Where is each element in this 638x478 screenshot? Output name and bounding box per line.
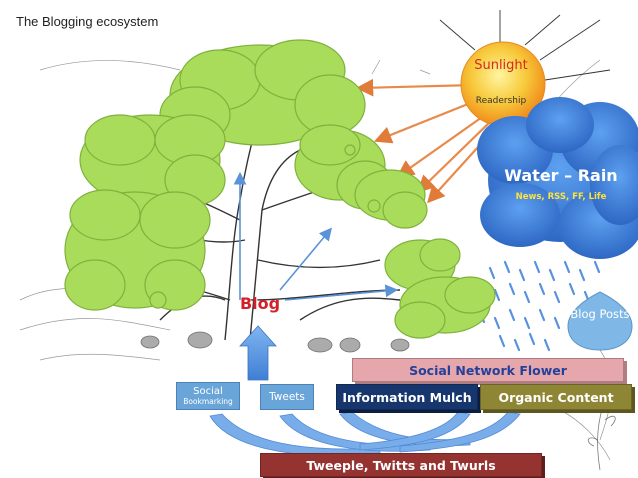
social-bookmarking-sub: Bookmarking: [183, 397, 233, 406]
sunlight-label: Sunlight: [474, 58, 528, 73]
social-bookmarking-box: Social Bookmarking: [176, 382, 240, 410]
blog-label: Blog: [239, 294, 281, 313]
blog-up-arrow: [239, 325, 277, 381]
tweets-box: Tweets: [260, 384, 314, 410]
rain-cloud: [477, 97, 638, 259]
ground-bushes: [140, 331, 410, 353]
blog-posts-label: Blog Posts: [570, 307, 630, 321]
sunlight-sublabel: Readership: [475, 96, 527, 106]
organic-content-bar: Organic Content: [480, 384, 632, 410]
information-mulch-bar: Information Mulch: [336, 384, 478, 410]
rain-sublabel: News, RSS, FF, Life: [515, 192, 607, 202]
tweeple-flow-arrows: [209, 411, 521, 457]
rain-label: Water – Rain: [504, 166, 618, 185]
blog-flow-arrows: [233, 171, 399, 301]
tweeple-bar: Tweeple, Twitts and Twurls: [260, 453, 542, 477]
social-network-flower-bar: Social Network Flower: [352, 358, 624, 382]
social-bookmarking-main: Social: [193, 386, 223, 397]
diagram-title: The Blogging ecosystem: [16, 14, 159, 29]
blog-posts-droplet: [567, 291, 633, 351]
tree-foliage: [64, 39, 496, 339]
